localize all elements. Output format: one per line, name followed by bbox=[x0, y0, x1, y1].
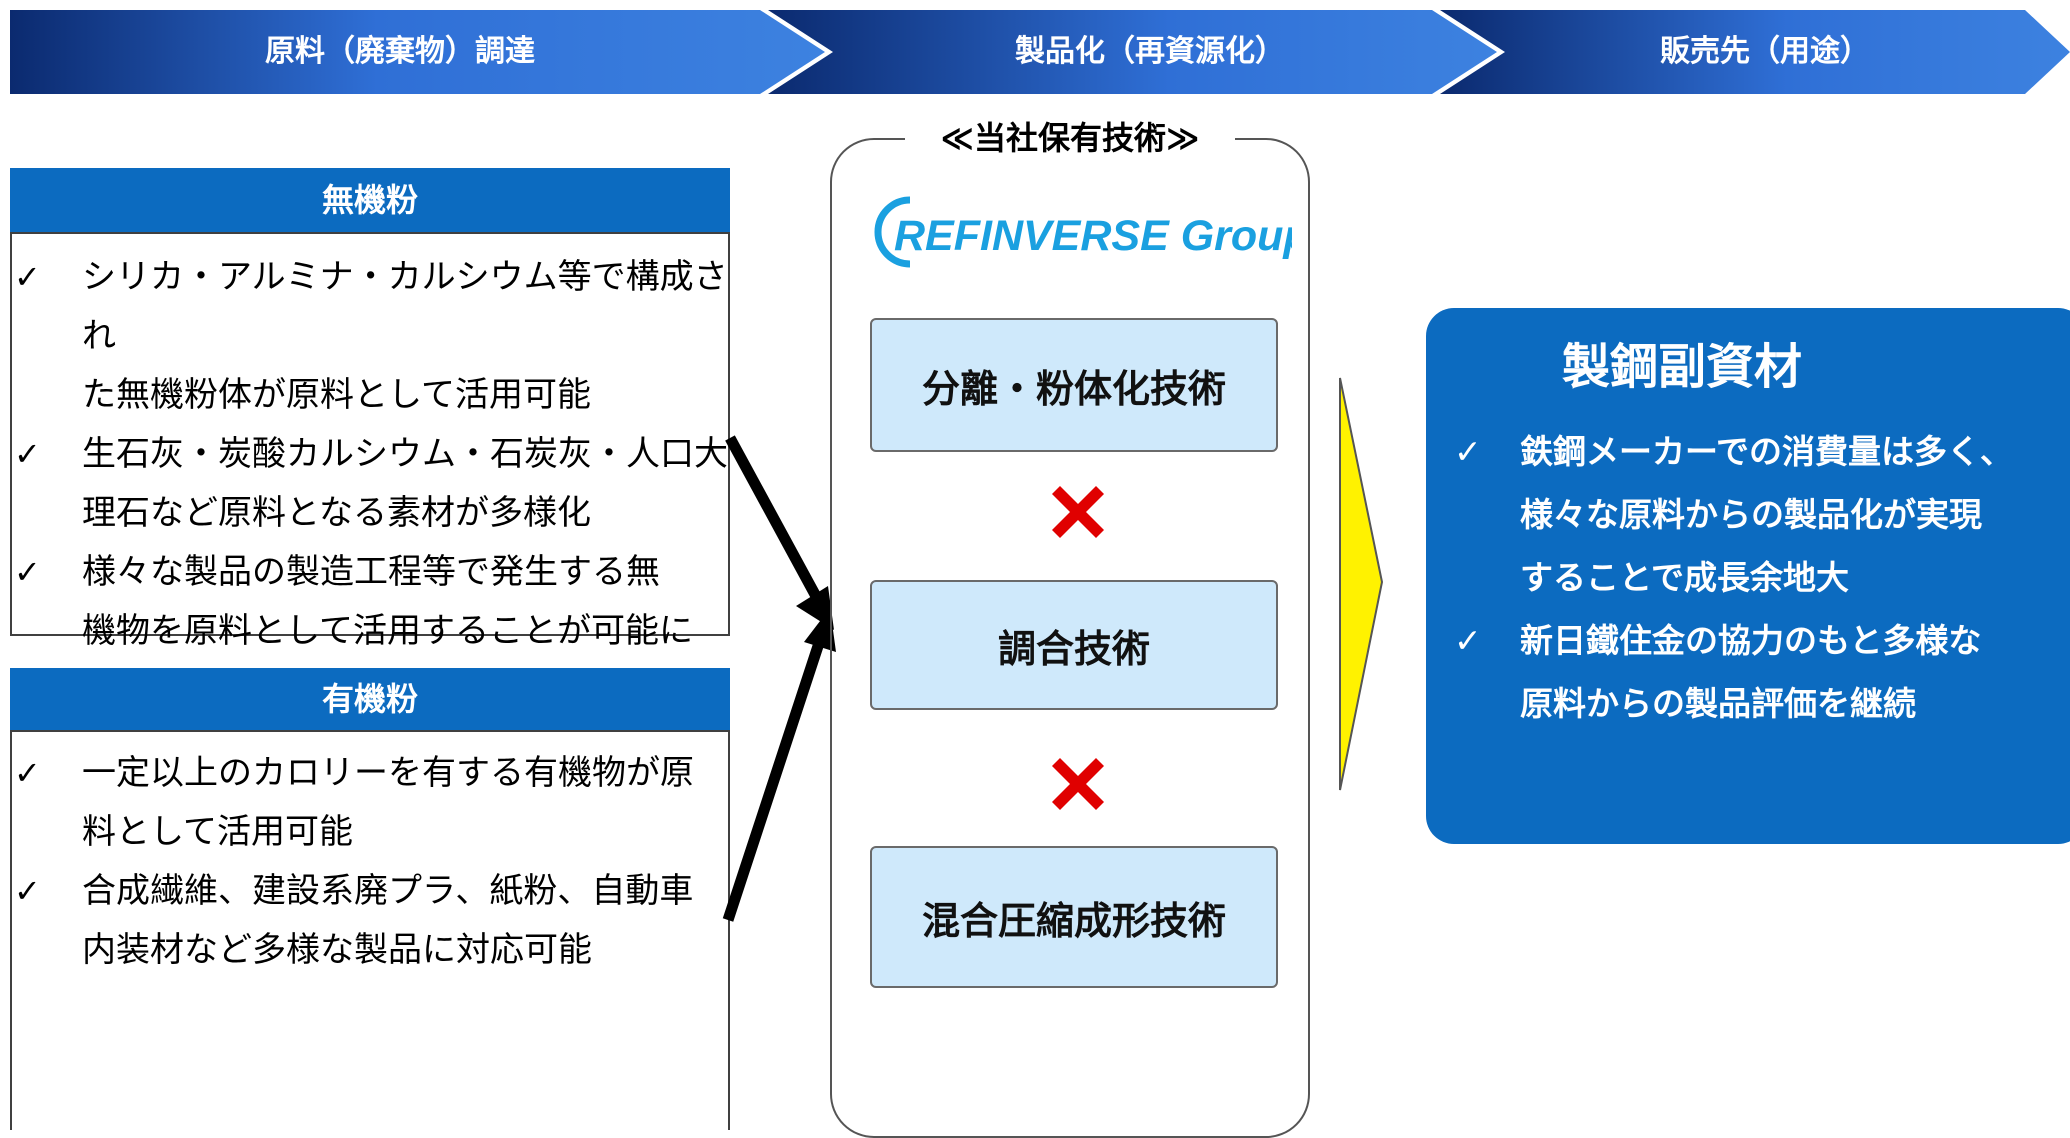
steelmaking-bullet-1: ✓鉄鋼メーカーでの消費量は多く、様々な原料からの製品化が実現することで成長余地大 bbox=[1454, 420, 2070, 609]
organic-body: ✓一定以上のカロリーを有する有機物が原料として活用可能 ✓合成繊維、建設系廃プラ… bbox=[10, 730, 730, 1130]
logo-text: REFINVERSE Group bbox=[894, 212, 1292, 260]
check-icon: ✓ bbox=[14, 872, 41, 910]
inorganic-bullets: ✓シリカ・アルミナ・カルシウム等で構成された無機粉体が原料として活用可能 ✓生石… bbox=[12, 234, 728, 661]
inorganic-body: ✓シリカ・アルミナ・カルシウム等で構成された無機粉体が原料として活用可能 ✓生石… bbox=[10, 232, 730, 651]
steelmaking-materials-box: 製鋼副資材 ✓鉄鋼メーカーでの消費量は多く、様々な原料からの製品化が実現すること… bbox=[1426, 308, 2070, 844]
header-step-2-label: 製品化（再資源化） bbox=[1015, 34, 1285, 69]
check-icon: ✓ bbox=[14, 435, 41, 473]
header-step-3-label: 販売先（用途） bbox=[1660, 34, 1870, 69]
arrow-organic-head bbox=[804, 608, 836, 652]
header-step-1-label: 原料（廃棄物）調達 bbox=[265, 34, 535, 69]
header-step-2 bbox=[768, 10, 1497, 94]
check-icon: ✓ bbox=[14, 754, 41, 792]
tech-separation-pulverization: 分離・粉体化技術 bbox=[870, 318, 1278, 452]
header-step-3 bbox=[1440, 10, 2070, 94]
steelmaking-bullet-2: ✓新日鐵住金の協力のもと多様な原料からの製品評価を継続 bbox=[1454, 609, 2070, 735]
check-icon: ✓ bbox=[1454, 432, 1482, 471]
input-arrows bbox=[722, 435, 836, 922]
check-icon: ✓ bbox=[14, 258, 41, 296]
tech-frame-title: ≪当社保有技術≫ bbox=[905, 112, 1235, 164]
organic-header: 有機粉 bbox=[10, 668, 730, 730]
inorganic-bullet-3: ✓様々な製品の製造工程等で発生する無機物を原料として活用することが可能に bbox=[12, 543, 728, 661]
inorganic-header: 無機粉 bbox=[10, 168, 730, 232]
refinverse-logo: REFINVERSE Group bbox=[872, 192, 1310, 272]
tech-mixing-compression-molding: 混合圧縮成形技術 bbox=[870, 846, 1278, 988]
cross-icon bbox=[1052, 758, 1104, 810]
steelmaking-bullets: ✓鉄鋼メーカーでの消費量は多く、様々な原料からの製品化が実現することで成長余地大… bbox=[1454, 420, 2070, 735]
process-header bbox=[10, 10, 2070, 94]
inorganic-bullet-1: ✓シリカ・アルミナ・カルシウム等で構成された無機粉体が原料として活用可能 bbox=[12, 248, 728, 425]
organic-bullets: ✓一定以上のカロリーを有する有機物が原料として活用可能 ✓合成繊維、建設系廃プラ… bbox=[12, 732, 728, 980]
organic-bullet-1: ✓一定以上のカロリーを有する有機物が原料として活用可能 bbox=[12, 744, 728, 862]
arrow-organic bbox=[722, 638, 826, 922]
logo-mark: REFINVERSE Group bbox=[874, 196, 1310, 268]
organic-bullet-2: ✓合成繊維、建設系廃プラ、紙粉、自動車内装材など多様な製品に対応可能 bbox=[12, 862, 728, 980]
output-arrow bbox=[1339, 377, 1384, 791]
check-icon: ✓ bbox=[14, 553, 41, 591]
tech-blending: 調合技術 bbox=[870, 580, 1278, 710]
inorganic-bullet-2: ✓生石灰・炭酸カルシウム・石炭灰・人口大理石など原料となる素材が多様化 bbox=[12, 425, 728, 543]
check-icon: ✓ bbox=[1454, 621, 1482, 660]
header-step-1 bbox=[10, 10, 825, 94]
arrow-inorganic bbox=[725, 435, 823, 603]
cross-icon bbox=[1052, 486, 1104, 538]
steelmaking-materials-title: 製鋼副資材 bbox=[1561, 339, 1802, 395]
